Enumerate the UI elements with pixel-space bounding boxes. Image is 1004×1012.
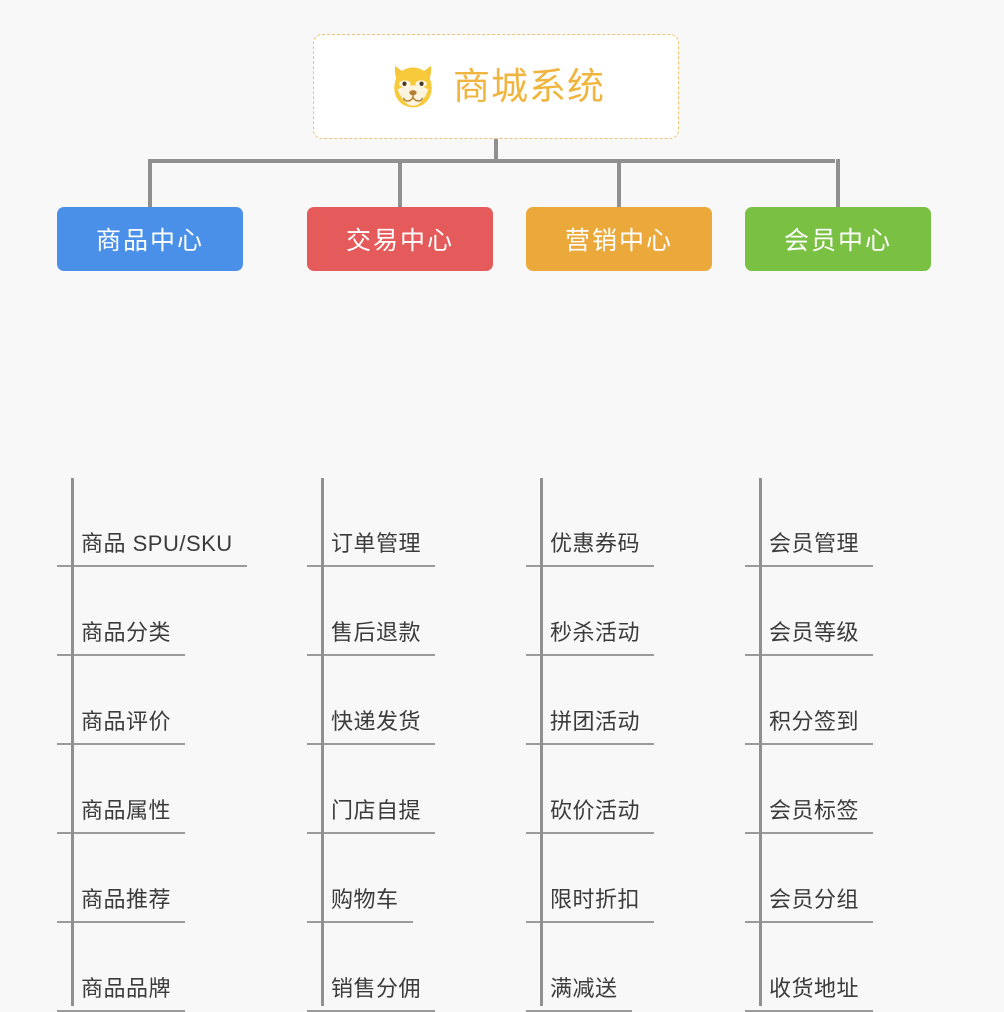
connector-root-stem xyxy=(494,138,498,162)
leaf-item[interactable]: 门店自提 xyxy=(307,745,436,834)
leaf-item[interactable]: 商品分类 xyxy=(57,567,247,656)
leaf-item[interactable]: 限时折扣 xyxy=(526,834,655,923)
leaf-item[interactable]: 秒杀活动 xyxy=(526,567,655,656)
leaf-list-marketing-center: 优惠券码秒杀活动拼团活动砍价活动限时折扣满减送 xyxy=(526,478,655,1012)
leaf-item[interactable]: 售后退款 xyxy=(307,567,436,656)
leaf-list-trade-center: 订单管理售后退款快递发货门店自提购物车销售分佣 xyxy=(307,478,436,1012)
leaf-list-product-center: 商品 SPU/SKU 商品分类商品评价商品属性商品推荐商品品牌 xyxy=(57,478,247,1012)
connector-spine-member-center xyxy=(759,478,762,1006)
connector-drop-product-center xyxy=(148,159,152,208)
leaf-item-label: 商品属性 xyxy=(57,796,186,834)
connector-spine-trade-center xyxy=(321,478,324,1006)
leaf-item[interactable]: 拼团活动 xyxy=(526,656,655,745)
mall-system-architecture-diagram: 商城系统 商品中心商品 SPU/SKU 商品分类商品评价商品属性商品推荐商品品牌 交… xyxy=(57,34,931,1012)
branch-header-product-center[interactable]: 商品中心 xyxy=(57,207,243,271)
branch-product-center: 商品中心商品 SPU/SKU 商品分类商品评价商品属性商品推荐商品品牌 xyxy=(57,207,247,1012)
connector-spine-marketing-center xyxy=(540,478,543,1006)
leaf-item[interactable]: 商品评价 xyxy=(57,656,247,745)
branch-trade-center: 交易中心订单管理售后退款快递发货门店自提购物车销售分佣 xyxy=(307,207,493,1012)
branch-header-trade-center[interactable]: 交易中心 xyxy=(307,207,493,271)
branch-member-center: 会员中心会员管理会员等级积分签到会员标签会员分组收货地址 xyxy=(745,207,931,1012)
leaf-item[interactable]: 商品品牌 xyxy=(57,923,247,1012)
branch-header-marketing-center[interactable]: 营销中心 xyxy=(526,207,712,271)
leaf-item-label: 收货地址 xyxy=(745,974,874,1012)
branch-marketing-center: 营销中心优惠券码秒杀活动拼团活动砍价活动限时折扣满减送 xyxy=(526,207,712,1012)
leaf-item[interactable]: 积分签到 xyxy=(745,656,874,745)
leaf-item-label: 商品分类 xyxy=(57,618,186,656)
leaf-item[interactable]: 商品 SPU/SKU xyxy=(57,478,247,567)
leaf-item-label: 商品品牌 xyxy=(57,974,186,1012)
leaf-item[interactable]: 满减送 xyxy=(526,923,654,1012)
leaf-item-label: 快递发货 xyxy=(307,707,436,745)
leaf-item-label: 商品推荐 xyxy=(57,885,186,923)
leaf-item-label: 拼团活动 xyxy=(526,707,655,745)
leaf-item-label: 积分签到 xyxy=(745,707,874,745)
leaf-item[interactable]: 快递发货 xyxy=(307,656,436,745)
leaf-item-label: 商品评价 xyxy=(57,707,186,745)
root-node-title: 商城系统 xyxy=(453,66,605,107)
leaf-item-label: 会员等级 xyxy=(745,618,874,656)
leaf-item-label: 门店自提 xyxy=(307,796,436,834)
leaf-list-member-center: 会员管理会员等级积分签到会员标签会员分组收货地址 xyxy=(745,478,874,1012)
leaf-item[interactable]: 订单管理 xyxy=(307,478,436,567)
leaf-item[interactable]: 优惠券码 xyxy=(526,478,655,567)
leaf-item-label: 限时折扣 xyxy=(526,885,655,923)
leaf-item-label: 商品 SPU/SKU xyxy=(57,529,247,567)
root-node-mall-system[interactable]: 商城系统 xyxy=(313,34,679,139)
connector-horizontal-bus xyxy=(149,159,835,163)
leaf-item[interactable]: 会员管理 xyxy=(745,478,874,567)
leaf-item[interactable]: 会员等级 xyxy=(745,567,874,656)
leaf-item-label: 砍价活动 xyxy=(526,796,655,834)
connector-drop-marketing-center xyxy=(617,159,621,208)
leaf-item[interactable]: 商品属性 xyxy=(57,745,247,834)
leaf-item[interactable]: 购物车 xyxy=(307,834,435,923)
connector-drop-trade-center xyxy=(398,159,402,208)
leaf-item-label: 售后退款 xyxy=(307,618,436,656)
dog-face-emoji-icon xyxy=(394,65,432,107)
leaf-item[interactable]: 销售分佣 xyxy=(307,923,436,1012)
branch-header-member-center[interactable]: 会员中心 xyxy=(745,207,931,271)
leaf-item[interactable]: 砍价活动 xyxy=(526,745,655,834)
leaf-item[interactable]: 会员标签 xyxy=(745,745,874,834)
leaf-item[interactable]: 商品推荐 xyxy=(57,834,247,923)
leaf-item[interactable]: 收货地址 xyxy=(745,923,874,1012)
connector-spine-product-center xyxy=(71,478,74,1006)
leaf-item-label: 销售分佣 xyxy=(307,974,436,1012)
leaf-item[interactable]: 会员分组 xyxy=(745,834,874,923)
leaf-item-label: 会员管理 xyxy=(745,529,874,567)
leaf-item-label: 订单管理 xyxy=(307,529,436,567)
leaf-item-label: 会员分组 xyxy=(745,885,874,923)
leaf-item-label: 优惠券码 xyxy=(526,529,655,567)
connector-drop-member-center xyxy=(836,159,840,208)
leaf-item-label: 会员标签 xyxy=(745,796,874,834)
leaf-item-label: 秒杀活动 xyxy=(526,618,655,656)
